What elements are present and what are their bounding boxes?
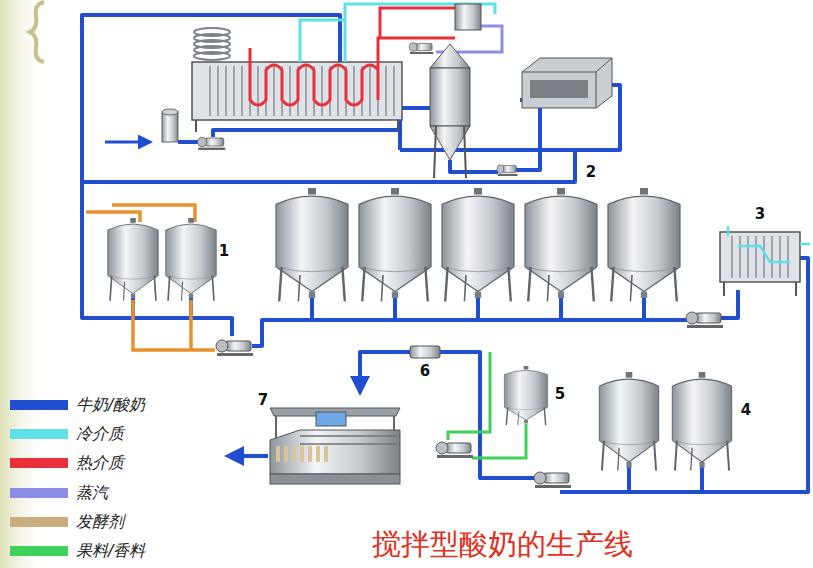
callout-number: 7 <box>258 393 268 408</box>
incubation-tank <box>608 188 680 301</box>
legend-text: 热介质 <box>76 455 124 471</box>
callout-number: 4 <box>741 403 751 418</box>
legend-swatch <box>10 429 68 439</box>
pump <box>534 472 571 488</box>
incubation-tank <box>525 188 597 301</box>
inline-mixer <box>410 346 440 358</box>
balance-tank <box>162 109 178 142</box>
homogenizer <box>522 58 612 108</box>
legend-text: 发酵剂 <box>76 514 124 530</box>
buffer-tank <box>672 372 731 471</box>
legend-swatch <box>10 400 68 410</box>
buffer-tank <box>599 372 658 471</box>
inlet-arrow <box>105 141 150 144</box>
plate-cooler <box>720 226 810 296</box>
legend-text: 冷介质 <box>76 426 124 442</box>
legend-swatch <box>10 517 68 527</box>
filling-machine <box>270 408 400 484</box>
callout-number: 6 <box>420 364 430 379</box>
callout-number: 1 <box>219 244 229 259</box>
fruit-tank <box>504 366 547 425</box>
legend-text: 果料/香料 <box>76 543 145 559</box>
top-heater <box>455 4 481 30</box>
pump <box>436 442 473 458</box>
legend-text: 蒸汽 <box>76 485 108 501</box>
hot-medium-pipe <box>250 8 455 105</box>
coil <box>194 28 230 60</box>
decor-stripe <box>0 0 48 568</box>
starter-tank <box>166 218 216 301</box>
legend-swatch <box>10 458 68 468</box>
legend-swatch <box>10 488 68 498</box>
incubation-tank <box>359 188 431 301</box>
pump <box>497 165 517 176</box>
callout-number: 3 <box>755 207 765 222</box>
pump <box>198 137 226 150</box>
pump <box>409 43 433 54</box>
pump <box>216 340 253 356</box>
callout-number: 5 <box>555 387 565 402</box>
deaerator <box>430 44 470 178</box>
incubation-tank <box>442 188 514 301</box>
incubation-tank <box>276 188 348 301</box>
pump <box>686 312 723 328</box>
diagram-title: 搅拌型酸奶的生产线 <box>372 530 633 559</box>
callout-number: 2 <box>586 165 596 180</box>
legend-swatch <box>10 546 68 556</box>
starter-tank <box>108 218 158 301</box>
legend-text: 牛奶/酸奶 <box>76 397 145 413</box>
milk-pipes <box>82 15 808 492</box>
